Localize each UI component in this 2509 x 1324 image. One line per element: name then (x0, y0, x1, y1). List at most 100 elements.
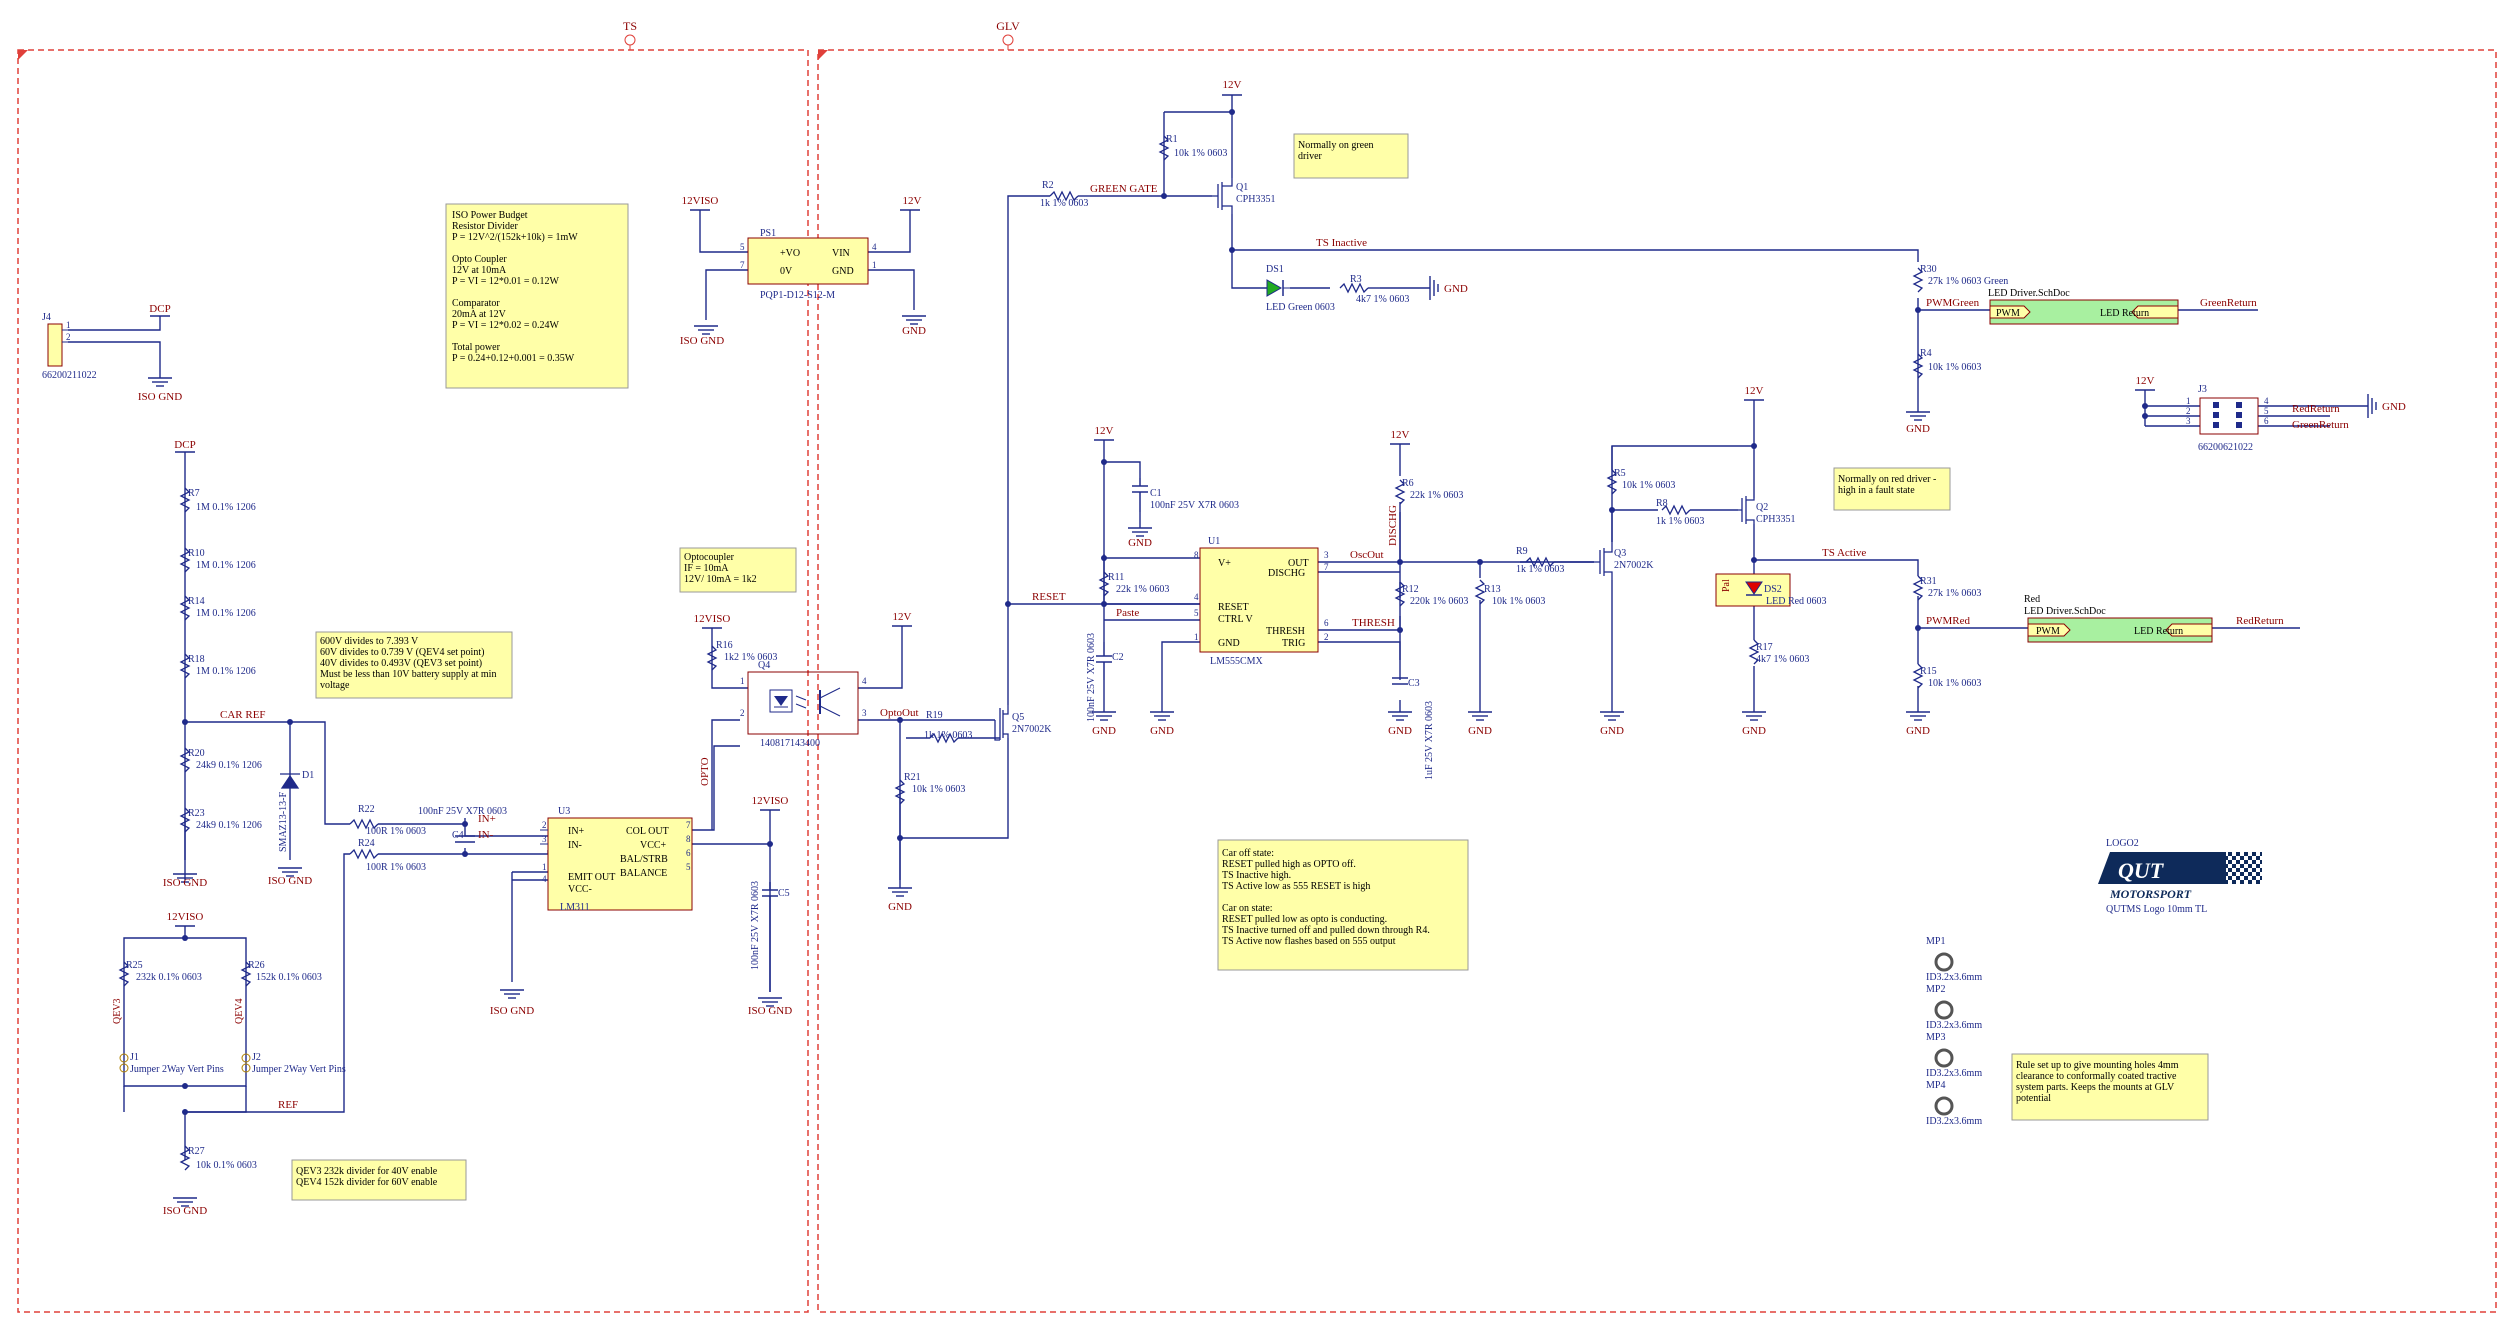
r14-value: 1M 0.1% 1206 (196, 608, 256, 619)
j4-ref: J4 (42, 312, 51, 323)
area-glv: GLV (817, 19, 2497, 1313)
r27-ref: R27 (188, 1146, 205, 1157)
r5-ref: R5 (1614, 468, 1626, 479)
logo-caption: QUTMS Logo 10mm TL (2106, 904, 2207, 915)
sheet-red-led-return: LED Return (2134, 626, 2183, 637)
r19-value: 1k 1% 0603 (924, 730, 972, 741)
net-car-ref: CAR REF (220, 709, 266, 721)
r23-value: 24k9 0.1% 1206 (196, 820, 262, 831)
net-iso-gnd-d1: ISO GND (268, 875, 312, 887)
j1-ref: J1 (130, 1052, 139, 1063)
jumpers (119, 1053, 251, 1073)
net-iso-gnd-ps1: ISO GND (680, 335, 724, 347)
u3-pin-num-2: 2 (542, 820, 547, 830)
r4-ref: R4 (1920, 348, 1932, 359)
note-line: ISO Power Budget (452, 210, 528, 221)
note-line: QEV4 152k divider for 60V enable (296, 1177, 438, 1188)
r24-ref: R24 (358, 838, 375, 849)
r13-value: 10k 1% 0603 (1492, 596, 1545, 607)
c4-ref: C4 (452, 830, 464, 841)
c4-value: 100nF 25V X7R 0603 (418, 806, 507, 817)
r13-ref: R13 (1484, 584, 1501, 595)
u1-pin-num-7: 7 (1324, 562, 1329, 572)
junctions (182, 109, 2148, 1115)
net-red-return: RedReturn (2236, 615, 2284, 627)
logo-ref: LOGO2 (2106, 838, 2139, 849)
net-12v-ps1: 12V (903, 195, 922, 207)
u1-pin-num-6: 6 (1324, 618, 1329, 628)
r21-value: 10k 1% 0603 (912, 784, 965, 795)
net-green-gate: GREEN GATE (1090, 183, 1158, 195)
note-car-state: Car off state:RESET pulled high as OPTO … (1222, 848, 1430, 947)
r16-value: 1k2 1% 0603 (724, 652, 777, 663)
net-iso-gnd-r23: ISO GND (163, 877, 207, 889)
u3-pin-balance: BALANCE (620, 868, 667, 879)
r8-value: 1k 1% 0603 (1656, 516, 1704, 527)
note-line: P = VI = 12*0.01 = 0.12W (452, 276, 559, 287)
j3-pin-num-1: 1 (2186, 396, 2191, 406)
note-line: voltage (320, 680, 350, 691)
ds1-ref: DS1 (1266, 264, 1284, 275)
note-line: TS Inactive high. (1222, 870, 1291, 881)
r7-ref: R7 (188, 488, 200, 499)
r3-value: 4k7 1% 0603 (1356, 294, 1409, 305)
r17-value: 4k7 1% 0603 (1756, 654, 1809, 665)
ds2-pal-mark: Pal (1721, 579, 1732, 592)
mp3-value: ID3.2x3.6mm (1926, 1068, 1982, 1079)
c5-ref: C5 (778, 888, 790, 899)
qutms-logo (2098, 852, 2262, 884)
note-line: high in a fault state (1838, 485, 1915, 496)
c3-ref: C3 (1408, 678, 1420, 689)
q4-pin-num-3: 3 (862, 708, 867, 718)
net-12viso-r16: 12VISO (694, 613, 731, 625)
note-line: Resistor Divider (452, 221, 518, 232)
r15-value: 10k 1% 0603 (1928, 678, 1981, 689)
r23-ref: R23 (188, 808, 205, 819)
q4-pin-num-2: 2 (740, 708, 745, 718)
sheet-red-driver[interactable] (2027, 617, 2213, 643)
c2-ref: C2 (1112, 652, 1124, 663)
q4-part: 140817143400 (760, 738, 820, 749)
c1-ref: C1 (1150, 488, 1162, 499)
r27-value: 10k 0.1% 0603 (196, 1160, 257, 1171)
u1-pin-trig: TRIG (1282, 638, 1305, 649)
net-gnd-r15: GND (1906, 725, 1930, 737)
logo-text-qut: QUT (2118, 858, 2165, 883)
j3-pin-num-3: 3 (2186, 416, 2191, 426)
dcdc-ps1 (747, 237, 869, 285)
net-12v-q4: 12V (893, 611, 912, 623)
r14-ref: R14 (188, 596, 205, 607)
ps1-ref: PS1 (760, 228, 776, 239)
ds2-ref: DS2 (1764, 584, 1782, 595)
net-in-plus: IN+ (478, 813, 496, 825)
note-line: 12V/ 10mA = 1k2 (684, 574, 757, 585)
u1-pin-gnd: GND (1218, 638, 1240, 649)
r26-value: 152k 0.1% 0603 (256, 972, 322, 983)
note-line: Comparator (452, 298, 500, 309)
led-ds1 (1266, 279, 1290, 297)
r2-value: 1k 1% 0603 (1040, 198, 1088, 209)
net-osc-out: OscOut (1350, 549, 1384, 561)
q1-ref: Q1 (1236, 182, 1248, 193)
mp3-ref: MP3 (1926, 1032, 1945, 1043)
r26-ref: R26 (248, 960, 265, 971)
sheet-green-driver[interactable] (1989, 299, 2179, 325)
c2-value: 100nF 25V X7R 0603 (1086, 633, 1097, 722)
note-line: P = 12V^2/(152k+10k) = 1mW (452, 232, 578, 243)
q5-ref: Q5 (1012, 712, 1024, 723)
r20-value: 24k9 0.1% 1206 (196, 760, 262, 771)
u1-pin-dischg: DISCHG (1268, 568, 1305, 579)
net-iso-gnd-u3: ISO GND (490, 1005, 534, 1017)
r18-value: 1M 0.1% 1206 (196, 666, 256, 677)
j2-ref: J2 (252, 1052, 261, 1063)
r15-ref: R15 (1920, 666, 1937, 677)
q1-part: CPH3351 (1236, 194, 1275, 205)
note-line: Must be less than 10V battery supply at … (320, 669, 496, 680)
ps1-pin-gnd: GND (832, 266, 854, 277)
sheet-green-pwm: PWM (1996, 308, 2020, 319)
net-iso-gnd-j4: ISO GND (138, 391, 182, 403)
note-line: Total power (452, 342, 501, 353)
